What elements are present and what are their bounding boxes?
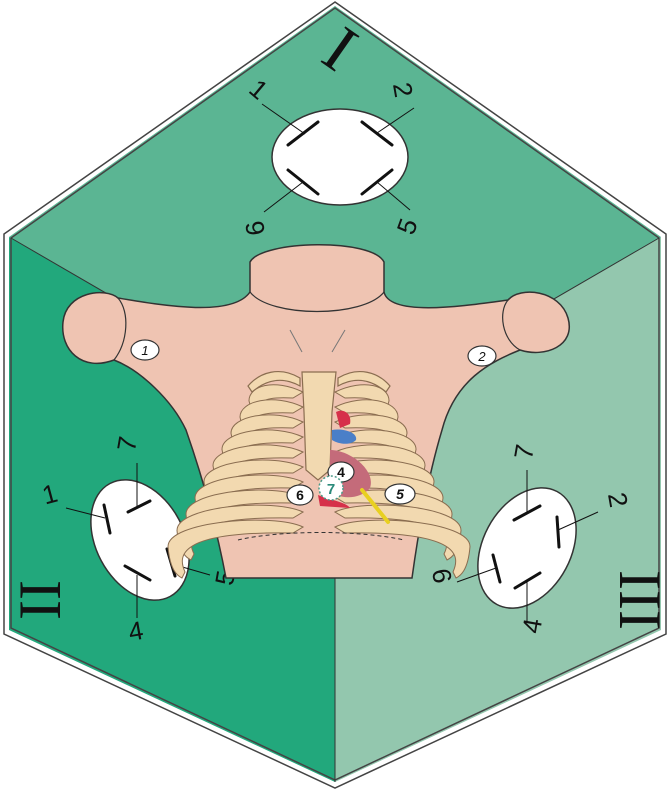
- badge-right-mark: 5: [384, 483, 416, 505]
- panel-left: 1 7 4 5: [39, 434, 241, 647]
- cube-outline-outer: [3, 1, 667, 789]
- leader-line-2-top: [376, 107, 415, 134]
- lead-mark-6-right: [491, 553, 502, 584]
- shoulder-cap-right: [502, 299, 521, 351]
- roman-numeral-right: III: [607, 570, 670, 630]
- badge-apex-text: 4: [337, 464, 345, 480]
- label-6-right: 6: [426, 566, 458, 585]
- clavicle-left: [247, 370, 301, 393]
- lead-mark-1-top: [286, 120, 320, 147]
- leader-line-1-top: [261, 103, 306, 135]
- lead-mark-2-right: [555, 515, 561, 549]
- leader-line-2-right: [557, 511, 599, 531]
- rib-right-10: [333, 519, 471, 579]
- torso: [62, 244, 571, 579]
- lead-mark-7-left: [126, 499, 152, 514]
- label-6-top: 6: [239, 219, 271, 238]
- sternum: [301, 371, 337, 481]
- badge-left-mark-text: 6: [296, 487, 304, 503]
- shoulder-cap-left: [113, 297, 127, 361]
- rib-left-10: [167, 519, 305, 579]
- leader-line-1-left: [65, 507, 106, 519]
- badge-pericardium: 7: [318, 475, 344, 501]
- oval-window-left: [90, 479, 190, 601]
- neck-edge: [249, 291, 385, 312]
- badge-pericardium-text: 7: [327, 481, 335, 498]
- badge-shoulder-right: 2: [467, 345, 497, 367]
- electrode-wire: [360, 488, 390, 524]
- clavicle-hint-left: [289, 329, 303, 353]
- clavicle-right: [337, 370, 391, 393]
- diaphragm-line: [237, 532, 405, 541]
- badge-right-mark-text: 5: [396, 486, 404, 502]
- leader-line-6-top: [263, 181, 304, 213]
- heart-aorta: [336, 410, 351, 428]
- label-2-top: 2: [387, 80, 419, 99]
- badge-shoulder-left-text: 1: [141, 343, 148, 358]
- oval-window-right: [477, 487, 577, 609]
- lead-mark-4-right: [513, 571, 542, 590]
- badge-shoulder-left: 1: [130, 339, 160, 361]
- leader-line-6-right: [456, 567, 497, 583]
- clavicle-hint-right: [331, 329, 346, 353]
- lead-mark-1-left: [102, 503, 112, 535]
- label-4-right: 4: [516, 616, 548, 635]
- lead-mark-2-top: [360, 120, 394, 147]
- face-right: [335, 237, 661, 782]
- label-7-left: 7: [111, 434, 143, 453]
- panel-right: 7 2 6 4: [426, 442, 634, 635]
- badge-left-mark: 6: [286, 484, 314, 506]
- label-4-left: 4: [126, 615, 145, 647]
- label-2-right: 2: [602, 490, 634, 509]
- torso-badges: 1 2 4 7 6 5: [130, 339, 497, 506]
- lead-mark-4-left: [123, 564, 152, 582]
- leader-line-5-top: [376, 181, 411, 211]
- roman-numeral-left: II: [7, 580, 73, 620]
- label-7-right: 7: [508, 442, 540, 461]
- lead-mark-7-right: [512, 504, 542, 522]
- heart-vessel-blue: [332, 429, 357, 444]
- badge-shoulder-right-text: 2: [477, 349, 486, 364]
